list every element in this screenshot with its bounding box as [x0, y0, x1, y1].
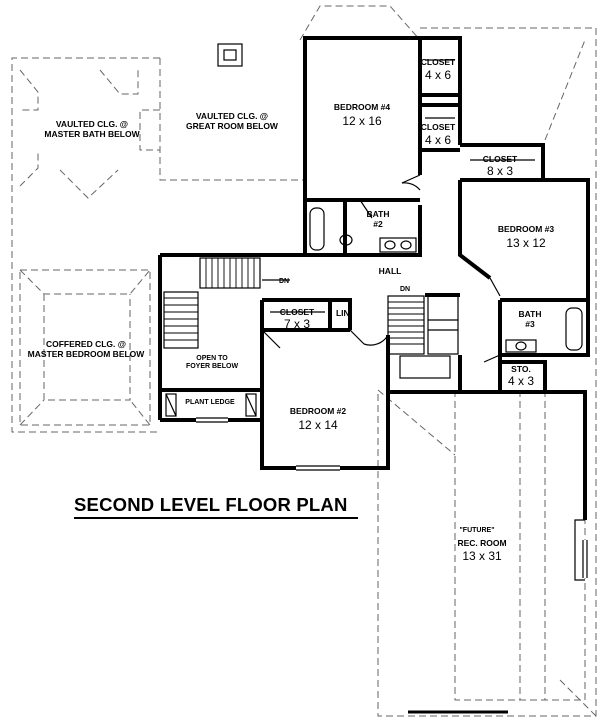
- linen-label: LIN.: [335, 308, 353, 319]
- bedroom2-size: 12 x 14: [298, 418, 338, 433]
- bedroom4-name: BEDROOM #4: [333, 102, 391, 113]
- title-underline: [74, 517, 358, 519]
- open-to-foyer-label: OPEN TO FOYER BELOW: [185, 354, 239, 370]
- closet-b3-size: 8 x 3: [486, 164, 514, 179]
- main-walls: [158, 36, 590, 520]
- closet-b2-size: 7 x 3: [283, 317, 311, 332]
- coffered-master-bedroom-label: COFFERED CLG. @ MASTER BEDROOM BELOW: [27, 339, 145, 359]
- rec-room-size: 13 x 31: [462, 549, 502, 564]
- vaulted-great-room-label: VAULTED CLG. @ GREAT ROOM BELOW: [186, 111, 278, 131]
- bedroom3-name: BEDROOM #3: [497, 224, 555, 235]
- dn-right-label: DN: [399, 285, 411, 293]
- closet-b3-name: CLOSET: [482, 154, 518, 165]
- rec-room-future-label: "FUTURE": [459, 526, 495, 534]
- bedroom3-size: 13 x 12: [506, 236, 546, 251]
- storage-size: 4 x 3: [507, 374, 535, 389]
- bath2-label: BATH #2: [366, 209, 390, 229]
- below-outline-lines: [11, 5, 597, 717]
- closet-mid-name: CLOSET: [420, 122, 456, 133]
- closet-top-size: 4 x 6: [424, 68, 452, 83]
- vaulted-master-bath-label: VAULTED CLG. @ MASTER BATH BELOW: [44, 119, 140, 139]
- bedroom2-name: BEDROOM #2: [289, 406, 347, 417]
- hall-label: HALL: [378, 266, 402, 277]
- rec-room-name: REC. ROOM: [457, 538, 507, 549]
- closet-mid-size: 4 x 6: [424, 133, 452, 148]
- closet-b2-name: CLOSET: [279, 307, 315, 318]
- storage-name: STO.: [511, 364, 531, 375]
- wall-details: [163, 43, 588, 714]
- plant-ledge-label: PLANT LEDGE: [185, 398, 235, 406]
- closet-top-name: CLOSET: [420, 57, 456, 68]
- dn-left-label: DN: [278, 277, 290, 285]
- plan-title: SECOND LEVEL FLOOR PLAN: [74, 494, 348, 515]
- bedroom4-size: 12 x 16: [342, 114, 382, 129]
- bath3-label: BATH #3: [518, 309, 542, 329]
